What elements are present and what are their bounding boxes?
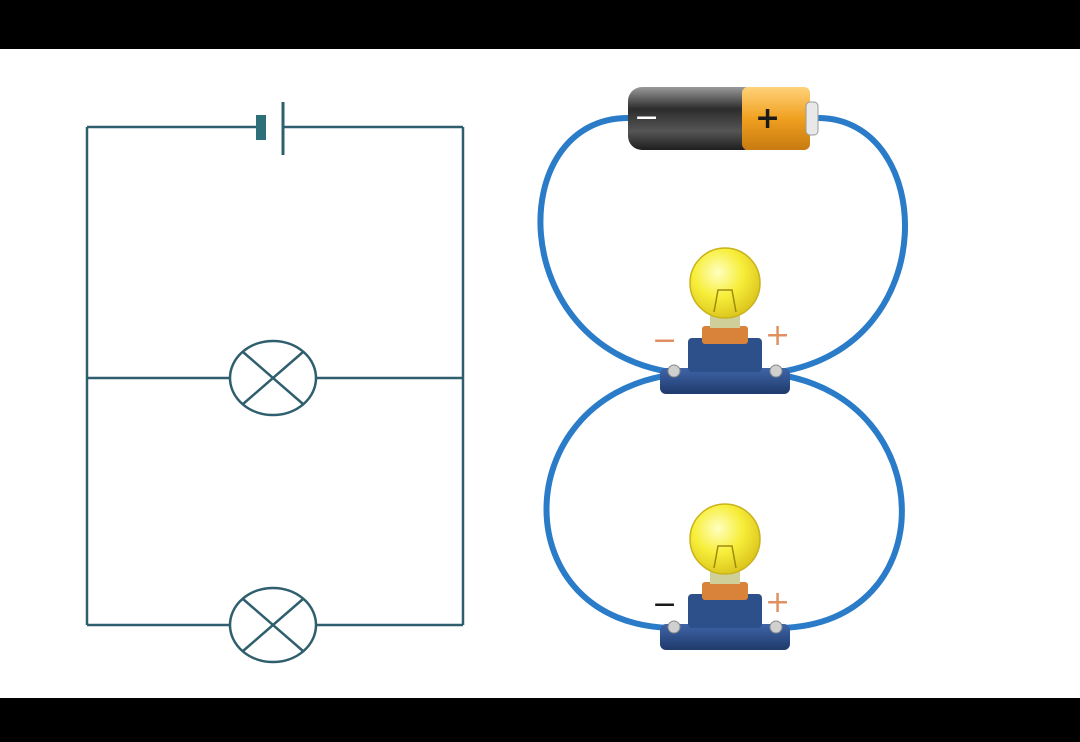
illustration-wires	[537, 115, 909, 631]
terminal-screw-right	[769, 620, 783, 634]
diagram-panel: − + − +	[0, 49, 1080, 698]
lamp-collar	[702, 326, 748, 344]
battery-positive-sign: +	[755, 101, 780, 136]
lamp-socket	[660, 368, 790, 394]
wire-battery-pos-to-lamp1	[777, 115, 909, 375]
terminal-screw-left	[667, 364, 681, 378]
lamp-socket	[660, 624, 790, 650]
lamp-negative-sign: −	[652, 587, 677, 622]
lamp-positive-sign: +	[765, 318, 790, 353]
battery-illustration: − +	[628, 87, 819, 150]
battery-negative-plate	[256, 115, 266, 140]
battery-cap	[805, 101, 819, 136]
lamp-negative-sign: −	[652, 323, 677, 358]
lamp-symbol-cross-b	[242, 351, 304, 405]
lamp-positive-sign: +	[765, 585, 790, 620]
battery-body	[628, 87, 758, 150]
lamp-symbol-cross-b	[242, 598, 304, 652]
bulb-filament	[713, 545, 737, 569]
lamp-symbol	[228, 586, 318, 664]
lamp-socket-top	[688, 594, 762, 628]
lamp-illustration: − +	[652, 247, 790, 394]
wire-lamp1-to-lamp2-right	[777, 372, 905, 631]
circuit-diagram-svg: − + − +	[85, 87, 909, 664]
bulb-filament	[713, 289, 737, 313]
lamp-illustration: − +	[652, 503, 790, 650]
bulb-glass	[689, 503, 761, 575]
wire-lamp1-to-lamp2-left	[543, 372, 675, 631]
battery-negative-sign: −	[634, 100, 659, 135]
terminal-screw-left	[667, 620, 681, 634]
battery-positive-band	[742, 87, 810, 150]
lamp-collar	[702, 582, 748, 600]
wire-battery-neg-to-lamp1	[537, 115, 673, 375]
battery-cell-symbol	[256, 102, 285, 155]
schematic-diagram	[85, 125, 465, 627]
lamp-symbol	[228, 339, 318, 417]
lamp-socket-top	[688, 338, 762, 372]
terminal-screw-right	[769, 364, 783, 378]
bulb-glass	[689, 247, 761, 319]
